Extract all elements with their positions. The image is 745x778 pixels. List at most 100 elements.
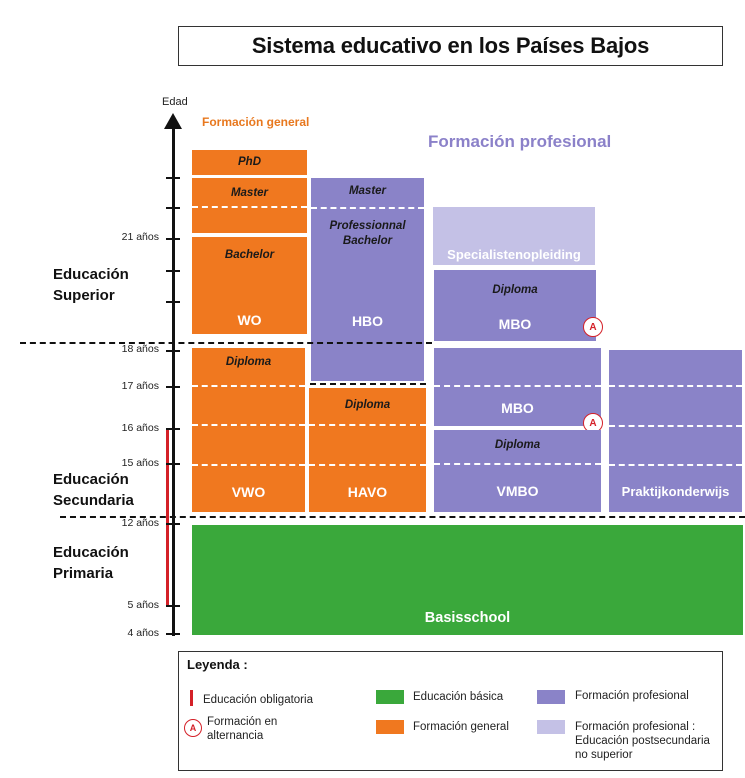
axis-tick [166, 633, 180, 635]
label-phd: PhD [238, 156, 261, 168]
label-mbo-top: MBO [498, 316, 532, 332]
age-label: 12 años [121, 517, 159, 529]
label-diploma-mbo: Diploma [492, 284, 538, 296]
age-label: 5 años [127, 599, 159, 611]
axis-tick [166, 463, 180, 465]
mandatory-education-bar [166, 430, 169, 606]
page-title: Sistema educativo en los Países Bajos [178, 26, 723, 66]
age-axis-line [172, 122, 175, 636]
label-vmbo: VMBO [496, 483, 539, 499]
age-label: 18 años [121, 343, 159, 355]
legend-title: Leyenda : [187, 657, 248, 672]
legend: Leyenda : Educación obligatoria A Formac… [178, 651, 723, 771]
axis-tick [166, 270, 180, 272]
label-professional-bachelor-1: Professionnal [329, 220, 406, 232]
axis-tick [166, 605, 180, 607]
separator-hbo-havo [310, 383, 426, 385]
header-formacion-general: Formación general [202, 115, 310, 129]
alternancia-icon: A [583, 317, 603, 337]
axis-tick [166, 301, 180, 303]
age-label: 15 años [121, 457, 159, 469]
legend-alternancia-icon: A [184, 719, 202, 737]
label-master-hbo: Master [348, 185, 387, 197]
block-vwo: Diploma VWO [192, 348, 305, 512]
label-diploma-havo: Diploma [344, 399, 391, 411]
divider [609, 464, 742, 466]
age-label: 17 años [121, 380, 159, 392]
stage-primaria: Educación Primaria [53, 542, 129, 584]
label-diploma-vmbo: Diploma [494, 439, 541, 451]
axis-tick [166, 523, 180, 525]
legend-alternancia-line2: alternancia [207, 730, 264, 742]
legend-swatch-obligatoria [190, 690, 193, 706]
block-master-wo: Master [192, 178, 307, 233]
stage-secundaria-line2: Secundaria [53, 492, 134, 509]
divider [309, 424, 426, 426]
block-phd: PhD [192, 150, 307, 175]
label-specialistenopleiding: Specialistenopleiding [447, 247, 581, 262]
stage-superior: Educación Superior [53, 264, 129, 306]
label-vwo: VWO [231, 484, 266, 500]
block-hbo: Master Professionnal Bachelor HBO [311, 178, 424, 381]
label-bachelor: Bachelor [224, 249, 275, 261]
block-mbo-mid: MBO [434, 348, 601, 426]
block-basisschool: Basisschool [192, 525, 743, 635]
stage-secundaria-line1: Educación [53, 471, 129, 488]
legend-label-postsecundaria: Formación profesional : Educación postse… [575, 720, 710, 762]
divider [192, 206, 307, 208]
label-mbo-mid: MBO [501, 400, 534, 416]
separator-secundaria-primaria [60, 516, 745, 518]
header-formacion-profesional: Formación profesional [428, 132, 612, 151]
block-specialistenopleiding: Specialistenopleiding [433, 207, 595, 265]
divider [192, 464, 305, 466]
block-havo: Diploma HAVO [309, 388, 426, 512]
divider [192, 385, 305, 387]
axis-tick [166, 177, 180, 179]
block-mbo-top: Diploma MBO [434, 270, 596, 341]
stage-superior-line2: Superior [53, 287, 115, 304]
stage-secundaria: Educación Secundaria [53, 469, 134, 511]
age-label: 16 años [121, 422, 159, 434]
label-hbo: HBO [351, 313, 384, 329]
divider [192, 424, 305, 426]
label-basisschool: Basisschool [424, 610, 511, 626]
legend-postsecundaria-line1: Formación profesional : [575, 721, 696, 733]
legend-swatch-profesional [537, 690, 565, 704]
divider [311, 207, 424, 209]
legend-postsecundaria-line2: Educación postsecundaria [575, 735, 710, 747]
legend-swatch-general [376, 720, 404, 734]
stage-primaria-line1: Educación [53, 544, 129, 561]
label-havo: HAVO [347, 484, 388, 500]
legend-swatch-basica [376, 690, 404, 704]
axis-tick [166, 386, 180, 388]
legend-label-basica: Educación básica [413, 691, 504, 703]
block-wo: Bachelor WO [192, 237, 307, 334]
divider [434, 385, 601, 387]
legend-label-alternancia: Formación en alternancia [207, 715, 277, 743]
legend-postsecundaria-line3: no superior [575, 749, 633, 761]
label-praktijkonderwijs: Praktijkonderwijs [621, 484, 730, 499]
stage-primaria-line2: Primaria [53, 565, 114, 582]
divider [309, 464, 426, 466]
separator-superior-secundaria [20, 342, 432, 344]
divider [609, 425, 742, 427]
block-vmbo: Diploma VMBO [434, 430, 601, 512]
stage-superior-line1: Educación [53, 266, 129, 283]
divider [609, 385, 742, 387]
axis-tick [166, 207, 180, 209]
legend-swatch-postsecundaria [537, 720, 565, 734]
axis-tick [166, 238, 180, 240]
axis-tick [166, 350, 180, 352]
label-master-wo: Master [230, 187, 269, 199]
age-label: 4 años [127, 627, 159, 639]
legend-label-general: Formación general [413, 721, 509, 733]
axis-tick [166, 428, 180, 430]
label-wo: WO [237, 312, 262, 328]
up-arrow-icon [164, 113, 182, 129]
legend-label-obligatoria: Educación obligatoria [203, 694, 313, 706]
legend-alternancia-line1: Formación en [207, 716, 278, 728]
age-label: 21 años [121, 231, 159, 243]
label-diploma-vwo: Diploma [225, 356, 272, 368]
axis-label: Edad [162, 96, 188, 108]
legend-label-profesional: Formación profesional [575, 690, 689, 702]
